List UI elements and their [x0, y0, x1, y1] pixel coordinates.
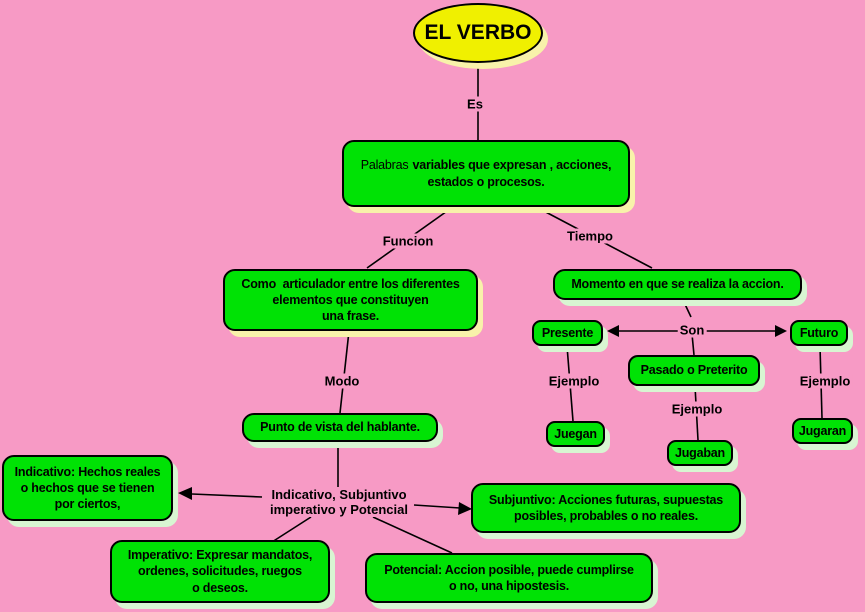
label-ejemplo-presente: Ejemplo	[546, 373, 602, 389]
tiempo-def-label: Momento en que se realiza la accion.	[571, 277, 784, 292]
label-moods-line1: Indicativo, Subjuntivo	[271, 487, 407, 502]
funcion-def-line1: Como articulador entre los diferentes	[241, 276, 460, 291]
label-modo: Modo	[322, 373, 362, 389]
label-funcion: Funcion	[380, 233, 436, 249]
subjuntivo-line1: Subjuntivo: Acciones futuras, supuestas	[488, 492, 724, 507]
node-imperativo[interactable]: Imperativo: Expresar mandatos, ordenes, …	[110, 540, 330, 603]
potencial-line2: o no, una hipostesis.	[448, 579, 570, 593]
label-moods: Indicativo, Subjuntivo imperativo y Pote…	[268, 487, 410, 517]
arrowhead-futuro	[775, 325, 787, 337]
node-pasado-preterito[interactable]: Pasado o Preterito	[628, 355, 760, 386]
jugaban-label: Jugaban	[675, 445, 725, 460]
label-moods-line2: imperativo y Potencial	[270, 502, 408, 517]
node-presente[interactable]: Presente	[532, 320, 603, 346]
line-moods-indicativo	[191, 493, 263, 498]
label-tiempo: Tiempo	[565, 228, 615, 244]
el-verbo-title: EL VERBO	[424, 21, 532, 44]
line-moods-imperativo	[271, 516, 312, 543]
definition-line2: estados o procesos.	[427, 174, 545, 189]
node-funcion-definition[interactable]: Como articulador entre los diferentes el…	[223, 269, 478, 331]
pasado-label: Pasado o Preterito	[640, 363, 748, 378]
line-moods-potencial	[372, 516, 453, 554]
node-indicativo[interactable]: Indicativo: Hechos reales o hechos que s…	[2, 455, 173, 521]
label-ejemplo-futuro: Ejemplo	[797, 373, 853, 389]
indicativo-line1: Indicativo: Hechos reales	[14, 464, 161, 479]
node-tiempo-definition[interactable]: Momento en que se realiza la accion.	[553, 269, 802, 300]
imperativo-line2: ordenes, solicitudes, ruegos	[138, 564, 302, 579]
futuro-label: Futuro	[799, 325, 839, 340]
node-subjuntivo[interactable]: Subjuntivo: Acciones futuras, supuestas …	[471, 483, 741, 533]
line-son-pasado	[691, 333, 695, 356]
juegan-label: Juegan	[554, 426, 597, 441]
subjuntivo-line2: posibles, probables o no reales.	[514, 509, 698, 523]
label-ejemplo-pasado: Ejemplo	[669, 401, 725, 417]
arrowhead-presente	[607, 325, 619, 337]
label-es: Es	[465, 96, 485, 112]
line-momento-son	[682, 299, 692, 318]
node-futuro[interactable]: Futuro	[790, 320, 848, 346]
node-jugaban[interactable]: Jugaban	[667, 440, 733, 466]
definition-line1-bold: variables que expresan , acciones,	[412, 158, 612, 173]
modo-def-label: Punto de vista del hablante.	[260, 420, 420, 435]
node-potencial[interactable]: Potencial: Accion posible, puede cumplir…	[365, 553, 653, 603]
indicativo-line2: o hechos que se tienen	[20, 480, 155, 495]
arrowhead-indicativo	[178, 487, 192, 500]
line-moods-subjuntivo	[413, 504, 461, 509]
funcion-def-line2: elementos que constituyen	[272, 292, 429, 307]
node-jugaran[interactable]: Jugaran	[792, 418, 853, 444]
node-modo-definition[interactable]: Punto de vista del hablante.	[242, 413, 438, 442]
indicativo-line3: por ciertos,	[54, 497, 121, 512]
label-son: Son	[677, 322, 707, 338]
arrowhead-subjuntivo	[458, 502, 472, 515]
node-juegan[interactable]: Juegan	[546, 421, 605, 447]
potencial-line1: Potencial: Accion posible, puede cumplir…	[384, 562, 634, 577]
presente-label: Presente	[541, 325, 594, 340]
node-el-verbo[interactable]: EL VERBO	[413, 3, 543, 63]
line-modo	[339, 330, 350, 414]
imperativo-line3: o deseos.	[192, 580, 248, 595]
imperativo-line1: Imperativo: Expresar mandatos,	[127, 548, 313, 563]
jugaran-label: Jugaran	[798, 423, 847, 438]
funcion-def-line3: una frase.	[321, 309, 380, 324]
definition-line1-regular: Palabras	[360, 158, 409, 173]
